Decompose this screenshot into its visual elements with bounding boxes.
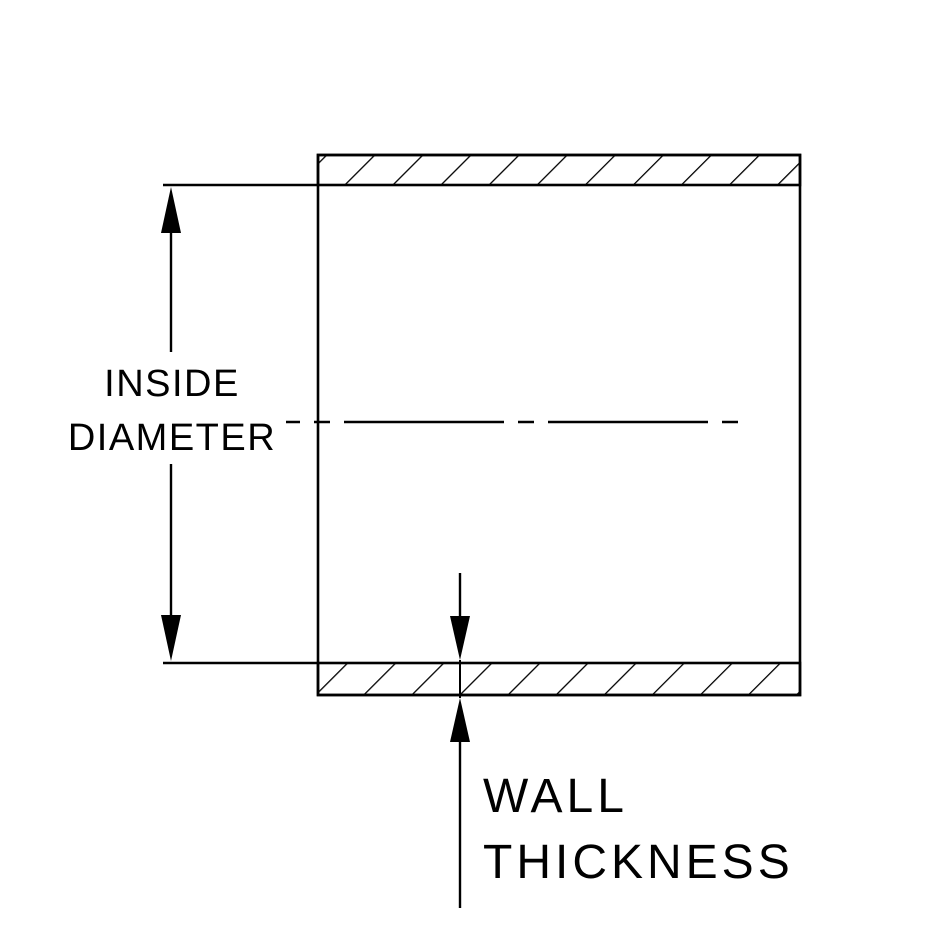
arrowhead-down-icon (161, 615, 181, 661)
arrowhead-up-icon (161, 187, 181, 233)
inside-diameter-label-line1: INSIDE (104, 363, 240, 405)
inside-diameter-label-line2: DIAMETER (68, 417, 276, 459)
wall-arrowhead-down-icon (450, 616, 470, 660)
wall-thickness-label-line2: THICKNESS (483, 836, 794, 889)
tube-outline (316, 153, 802, 697)
wall-arrowhead-up-icon (450, 698, 470, 742)
tube-bottom-wall-hatch (316, 661, 802, 697)
wall-thickness-label-line1: WALL (483, 770, 628, 823)
tube-top-wall-hatch (316, 153, 802, 187)
